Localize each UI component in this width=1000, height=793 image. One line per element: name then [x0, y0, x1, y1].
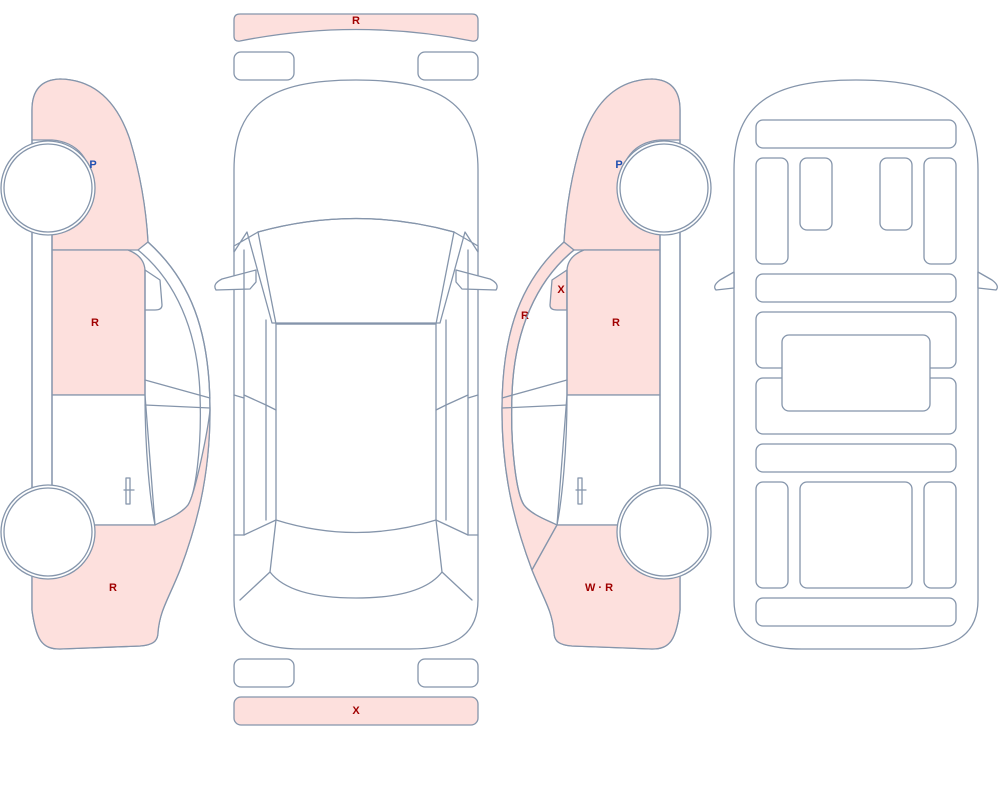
- taillight-right[interactable]: [417, 658, 479, 688]
- interior-view: [714, 79, 998, 650]
- front-floor-panel[interactable]: [755, 273, 957, 303]
- right-door-handle: [575, 477, 587, 505]
- left-front-wheel[interactable]: [3, 143, 93, 233]
- front-left-seat[interactable]: [799, 157, 833, 231]
- front-bumper-mark: R: [352, 15, 360, 27]
- right-mirror[interactable]: [549, 269, 568, 311]
- interior-mirror-left: [714, 271, 735, 291]
- top-body-outline[interactable]: [233, 79, 479, 650]
- center-console[interactable]: [781, 334, 931, 412]
- rear-bumper-mark: X: [352, 705, 360, 717]
- mirror-left[interactable]: [214, 269, 257, 291]
- interior-mirror-right: [977, 271, 998, 291]
- right-front-wheel-mark: P: [615, 159, 622, 171]
- taillight-left[interactable]: [233, 658, 295, 688]
- right-a-pillar-mark: R: [521, 310, 529, 322]
- right-rear-wheel[interactable]: [619, 487, 709, 577]
- windshield[interactable]: [233, 217, 479, 324]
- right-front-door-mark: R: [612, 317, 620, 329]
- front-bumper-panel[interactable]: [233, 13, 479, 42]
- front-left-door-trim[interactable]: [755, 157, 789, 265]
- front-right-door-trim[interactable]: [923, 157, 957, 265]
- left-front-door-mark: R: [91, 317, 99, 329]
- rear-seat[interactable]: [799, 481, 913, 589]
- front-right-seat[interactable]: [879, 157, 913, 231]
- rear-window: [269, 519, 443, 599]
- dashboard-panel[interactable]: [755, 119, 957, 149]
- headlight-left[interactable]: [233, 51, 295, 81]
- rear-left-panel[interactable]: [755, 481, 789, 589]
- right-front-wheel[interactable]: [619, 143, 709, 233]
- rear-bumper-panel[interactable]: [233, 696, 479, 726]
- mirror-right[interactable]: [455, 269, 498, 291]
- rear-floor-panel[interactable]: [755, 443, 957, 473]
- trunk-panel[interactable]: [755, 597, 957, 627]
- left-side-view: R R P: [0, 78, 211, 650]
- right-side-view: R X R W · R P: [501, 78, 712, 650]
- left-rear-quarter-mark: R: [109, 582, 117, 594]
- left-door-handle: [123, 477, 135, 505]
- headlight-right[interactable]: [417, 51, 479, 81]
- top-view: R X: [214, 13, 498, 726]
- rear-right-panel[interactable]: [923, 481, 957, 589]
- right-rear-quarter-mark: W · R: [585, 582, 613, 594]
- left-front-wheel-mark: P: [89, 159, 96, 171]
- left-rear-wheel[interactable]: [3, 487, 93, 577]
- right-mirror-mark: X: [557, 284, 565, 296]
